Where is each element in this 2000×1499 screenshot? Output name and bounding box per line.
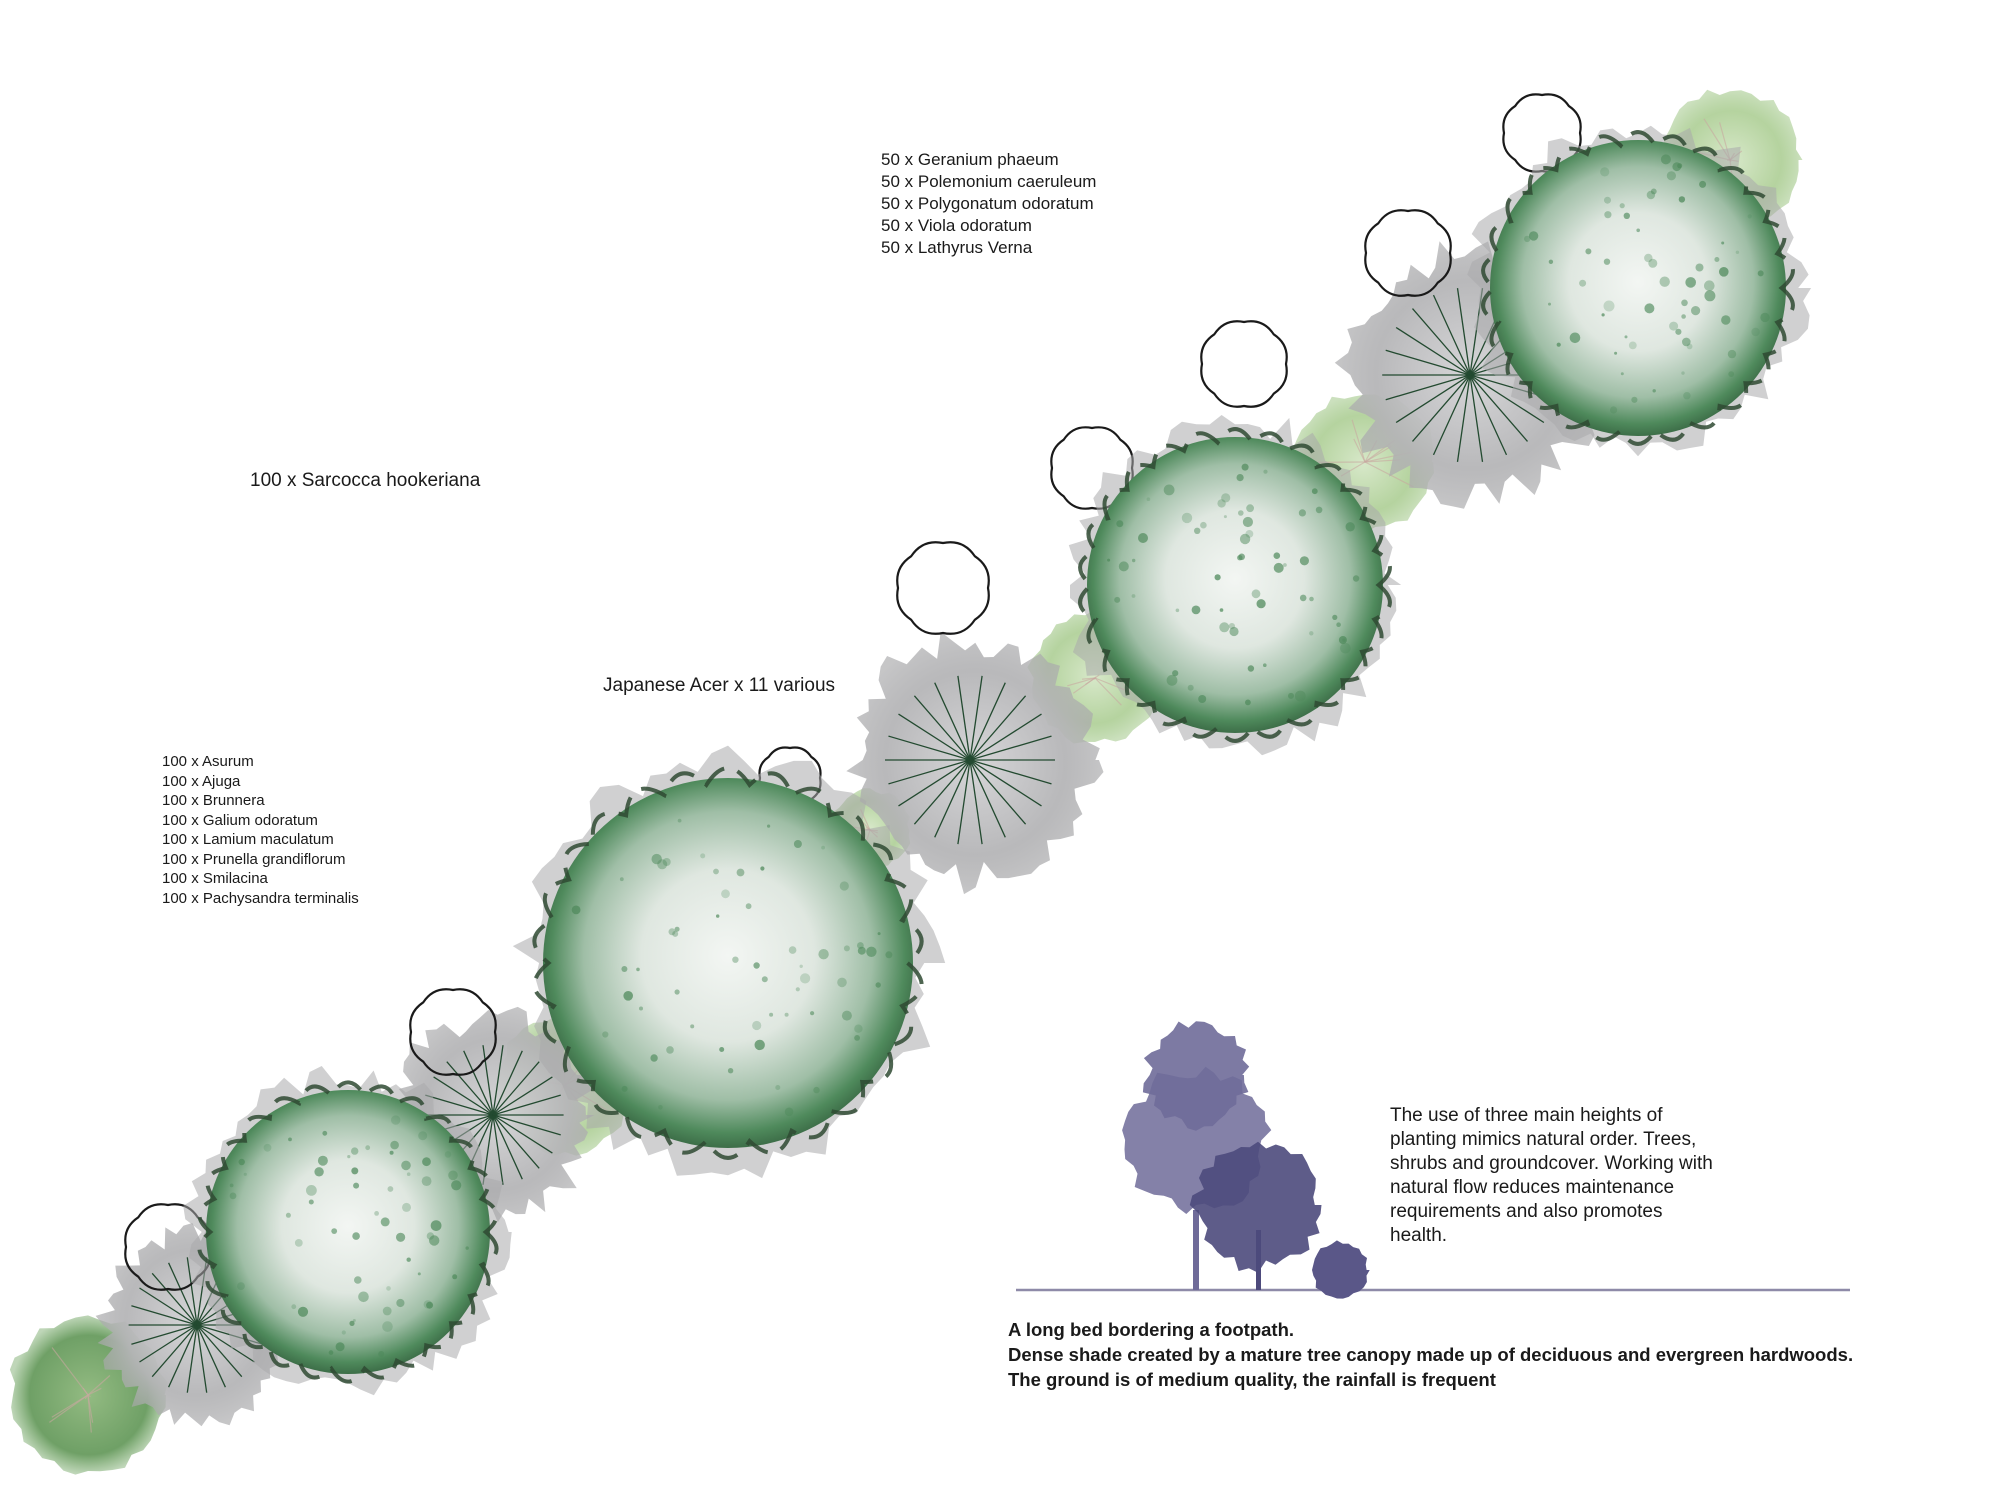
outline-shrub-icon: [1364, 209, 1452, 297]
tree-canopy-icon: [1467, 125, 1812, 457]
shrub-silhouette: [1312, 1240, 1370, 1299]
perennial-item: 50 x Polygonatum odoratum: [881, 194, 1094, 213]
outline-shrub-icon: [896, 541, 990, 635]
tree-canopy-icon: [183, 1066, 512, 1396]
site-description: A long bed bordering a footpath. Dense s…: [1008, 1317, 1968, 1392]
groundcover-item: 100 x Smilacina: [162, 870, 268, 887]
perennial-item: 50 x Geranium phaeum: [881, 150, 1059, 169]
outline-shrub-icon: [409, 988, 497, 1076]
tree-canopy-icon: [512, 745, 946, 1179]
japanese-acer-label: Japanese Acer x 11 various: [603, 675, 836, 696]
perennial-item: 50 x Viola odoratum: [881, 216, 1032, 235]
starburst-shrub-icon: [846, 631, 1104, 895]
perennial-item: 50 x Lathyrus Verna: [881, 238, 1033, 257]
groundcover-item: 100 x Pachysandra terminalis: [162, 889, 359, 907]
groundcover-item: 100 x Lamium maculatum: [162, 831, 334, 848]
groundcover-item: 100 x Brunnera: [162, 792, 265, 809]
site-description-line: A long bed bordering a footpath.: [1008, 1319, 1295, 1340]
perennial-item: 50 x Polemonium caeruleum: [881, 172, 1097, 191]
groundcover-item: 100 x Prunella grandiflorum: [162, 850, 346, 868]
planting-heights-note: The use of three main heights of plantin…: [1390, 1105, 1713, 1246]
groundcover-item: 100 x Asurum: [162, 753, 254, 770]
medium-tree-silhouette: [1189, 1141, 1322, 1290]
site-description-line: The ground is of medium quality, the rai…: [1008, 1369, 1496, 1390]
site-description-line: Dense shade created by a mature tree can…: [1008, 1344, 1854, 1365]
sarcocca-label: 100 x Sarcocca hookeriana: [250, 470, 481, 491]
perennial-planting-list: 50 x Geranium phaeum 50 x Polemonium cae…: [881, 149, 1096, 259]
groundcover-item: 100 x Ajuga: [162, 772, 241, 790]
outline-shrub-icon: [1200, 320, 1288, 408]
tree-canopy-icon: [1068, 415, 1402, 756]
groundcover-planting-list: 100 x Asurum 100 x Ajuga 100 x Brunnera …: [162, 752, 359, 908]
groundcover-item: 100 x Galium odoratum: [162, 811, 318, 829]
